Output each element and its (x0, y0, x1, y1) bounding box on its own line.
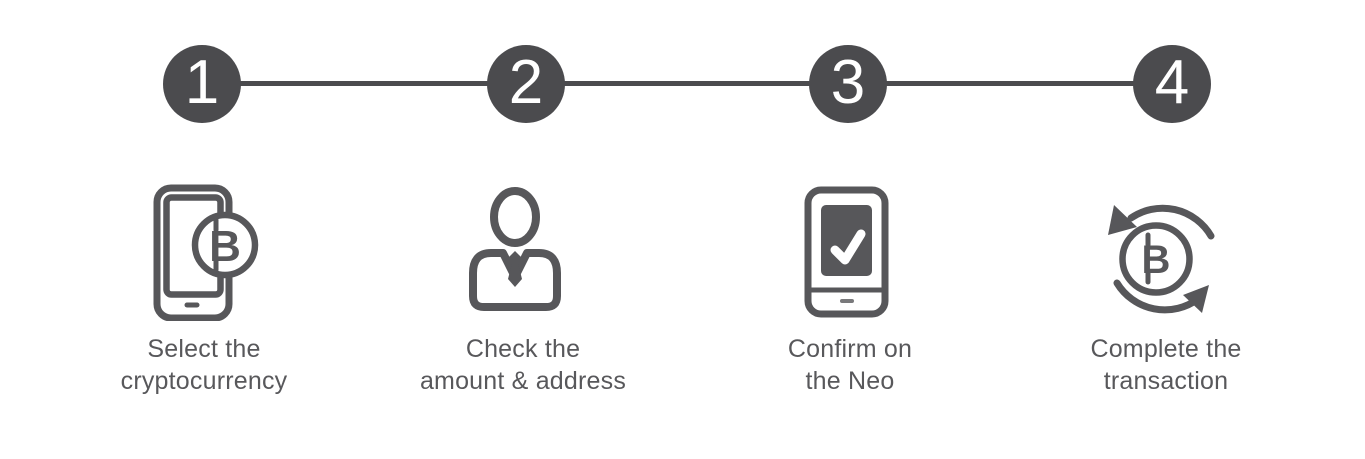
step-label-2-line2: amount & address (419, 367, 627, 395)
step-circle-2: 2 (487, 45, 565, 123)
phone-bitcoin-icon: B (84, 176, 324, 321)
step-label-2-line1: Check the (465, 335, 581, 363)
checkmark (830, 229, 866, 265)
step-number-2: 2 (508, 48, 544, 117)
step-circle-4: 4 (1133, 45, 1211, 123)
step-label-3-line2: the Neo (805, 367, 895, 395)
arrowhead-right (1183, 285, 1209, 313)
step-circle-1: 1 (163, 45, 241, 123)
step-label-2: Check the amount & address (403, 333, 643, 397)
step-label-1-line1: Select the (147, 335, 261, 363)
device-check-icon (730, 176, 970, 321)
step-column-1: B Select the cryptocurrency (84, 176, 324, 397)
step-label-1: Select the cryptocurrency (84, 333, 324, 397)
step-label-3-line1: Confirm on (787, 335, 913, 363)
step-column-4: B Complete the transaction (1046, 176, 1286, 397)
step-label-1-line2: cryptocurrency (120, 367, 288, 395)
step-label-4-line2: transaction (1103, 367, 1229, 395)
bitcoin-symbol: B (1142, 238, 1171, 282)
step-label-3: Confirm on the Neo (730, 333, 970, 397)
step-label-4: Complete the transaction (1046, 333, 1286, 397)
bitcoin-symbol: B (209, 222, 241, 271)
arrowhead-left (1108, 205, 1137, 235)
step-number-3: 3 (830, 48, 866, 117)
tie-shape (508, 251, 522, 287)
step-column-3: Confirm on the Neo (730, 176, 970, 397)
bitcoin-refresh-icon: B (1046, 176, 1286, 321)
step-circle-3: 3 (809, 45, 887, 123)
businessman-icon (403, 176, 643, 321)
step-number-4: 4 (1154, 48, 1190, 117)
step-column-2: Check the amount & address (403, 176, 643, 397)
step-connector-line (202, 81, 1172, 86)
step-label-4-line1: Complete the (1090, 335, 1242, 363)
step-number-1: 1 (184, 48, 220, 117)
